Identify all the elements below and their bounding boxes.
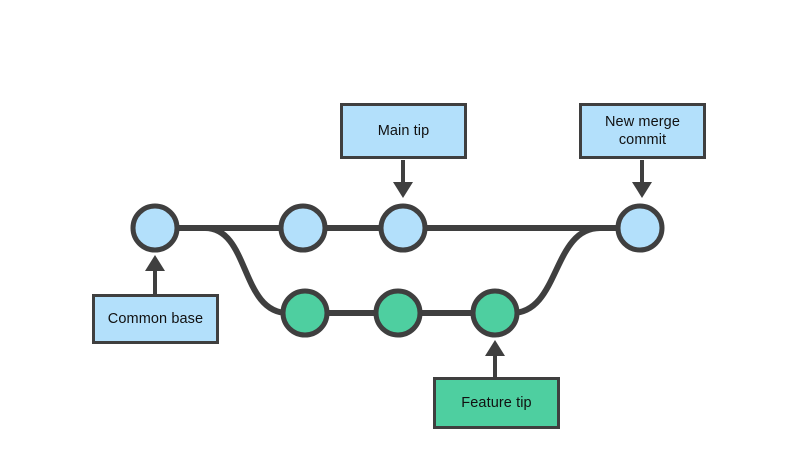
edge-merge-curve (509, 225, 603, 316)
label-box-feature-tip[interactable]: Feature tip (433, 377, 560, 429)
commit-node-main-3[interactable] (378, 203, 428, 253)
commit-node-feature-2[interactable] (373, 288, 423, 338)
annotation-arrow-group (145, 160, 652, 377)
label-box-new-merge-commit[interactable]: New merge commit (579, 103, 706, 159)
commit-node-feature-1[interactable] (280, 288, 330, 338)
label-box-main-tip[interactable]: Main tip (340, 103, 467, 159)
commit-node-main-1[interactable] (130, 203, 180, 253)
arrow-feature-tip-icon (485, 340, 505, 377)
arrow-new-merge-commit-icon (632, 160, 652, 198)
commit-node-main-2[interactable] (278, 203, 328, 253)
edge-branch-curve (202, 225, 291, 316)
arrow-common-base-icon (145, 255, 165, 294)
arrow-main-tip-icon (393, 160, 413, 198)
commit-node-group (130, 203, 665, 338)
commit-node-feature-3-tip[interactable] (470, 288, 520, 338)
label-box-common-base[interactable]: Common base (92, 294, 219, 344)
commit-node-main-4-merge[interactable] (615, 203, 665, 253)
